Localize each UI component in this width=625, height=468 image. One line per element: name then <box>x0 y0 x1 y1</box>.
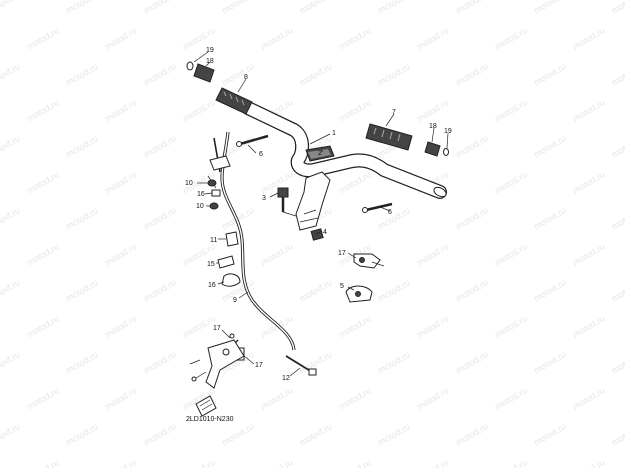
cable-clamp-11[interactable] <box>225 231 239 247</box>
callout-9: 9 <box>233 297 237 304</box>
cable-clip-15[interactable] <box>211 189 221 197</box>
left-end-washer[interactable] <box>186 61 194 71</box>
right-grip[interactable] <box>365 123 413 151</box>
callout-6-left: 6 <box>259 151 263 158</box>
right-bar-end[interactable] <box>424 141 441 157</box>
cable-clip-13[interactable] <box>217 255 235 269</box>
callout-1: 1 <box>332 130 336 137</box>
left-grip[interactable] <box>215 87 253 115</box>
callout-labels: 1 2 3 4 5 6 6 7 8 19 18 18 19 10 16 10 1… <box>185 47 452 382</box>
callout-7: 7 <box>392 109 396 116</box>
callout-18-left: 18 <box>206 58 214 65</box>
callout-16-upper: 17 <box>213 325 221 332</box>
callout-15: 16 <box>197 191 205 198</box>
leader-lines <box>193 51 449 377</box>
callout-5: 5 <box>340 283 344 290</box>
handlebar-pad[interactable] <box>305 145 335 162</box>
cable-band-14[interactable] <box>221 273 241 287</box>
callout-13: 15 <box>207 261 215 268</box>
callout-3: 3 <box>262 195 266 202</box>
callout-17: 17 <box>338 250 346 257</box>
manual-reference-icon <box>195 395 217 417</box>
left-bar-end[interactable] <box>193 63 215 83</box>
callout-8: 8 <box>244 74 248 81</box>
right-end-washer[interactable] <box>443 148 449 156</box>
handlebar[interactable] <box>241 101 448 199</box>
callout-14: 16 <box>208 282 216 289</box>
callout-19-right: 19 <box>444 128 452 135</box>
adjuster-nut-lower[interactable] <box>209 202 219 210</box>
callout-6-right: 6 <box>388 209 392 216</box>
callout-18-right: 18 <box>429 123 437 130</box>
adjuster-nut-upper[interactable] <box>207 179 217 187</box>
cable-bracket[interactable] <box>189 333 245 389</box>
diagram-code: 2LD1010-N230 <box>186 416 234 423</box>
bracket-5[interactable] <box>345 285 373 303</box>
callout-10-lower: 10 <box>196 203 204 210</box>
holder-bolt[interactable] <box>277 187 297 217</box>
callout-11: 11 <box>210 237 217 244</box>
callout-2: 2 <box>318 150 322 157</box>
cable-tie[interactable] <box>285 355 317 376</box>
callout-4: 4 <box>323 229 327 236</box>
throttle-cable[interactable] <box>207 131 296 365</box>
callout-16-lower: 17 <box>255 362 263 369</box>
callout-12: 12 <box>282 375 290 382</box>
callout-19-left: 19 <box>206 47 214 54</box>
bracket-17[interactable] <box>353 253 385 269</box>
end-screw-left[interactable] <box>236 134 269 147</box>
end-screw-right[interactable] <box>362 202 393 213</box>
callout-10-upper: 10 <box>185 180 193 187</box>
